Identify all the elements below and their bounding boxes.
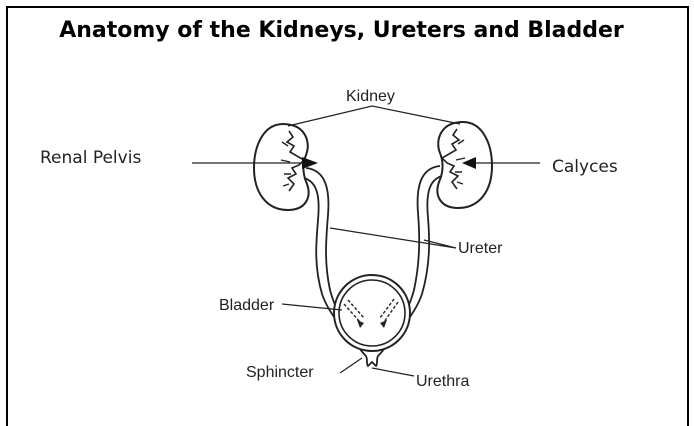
left-kidney: [254, 124, 309, 210]
calyces-label: Calyces: [552, 157, 618, 177]
renal-pelvis-label: Renal Pelvis: [40, 148, 141, 168]
renal-pelvis-arrowhead: [302, 157, 318, 169]
sphincter-label: Sphincter: [246, 364, 314, 381]
kidney-leader: [288, 106, 460, 126]
ureter-label: Ureter: [458, 240, 503, 257]
urethra-label: Urethra: [416, 373, 469, 390]
kidney-label: Kidney: [346, 88, 395, 105]
bladder-outer: [334, 275, 410, 351]
ureter-leader: [330, 228, 456, 248]
sphincter-leader: [340, 358, 362, 373]
right-kidney: [437, 122, 492, 208]
bladder-leader: [282, 304, 342, 310]
bladder-label: Bladder: [219, 297, 275, 314]
urethra-leader: [372, 368, 414, 376]
